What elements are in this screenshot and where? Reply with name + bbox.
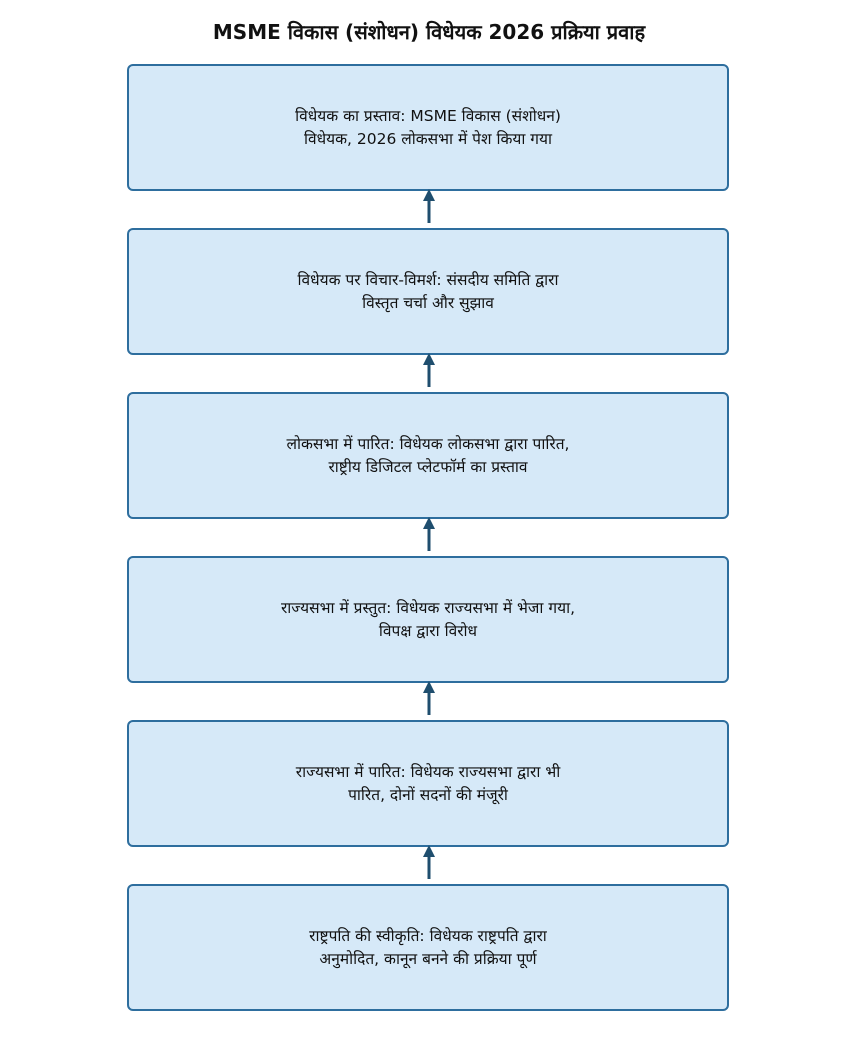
flow-step-text: विधेयक पर विचार-विमर्श: संसदीय समिति द्व…: [297, 270, 559, 312]
flow-step-1: विधेयक का प्रस्ताव: MSME विकास (संशोधन) …: [127, 64, 729, 191]
flow-step-3: लोकसभा में पारित: विधेयक लोकसभा द्वारा प…: [127, 392, 729, 519]
arrow-up-icon: [423, 517, 435, 551]
flow-step-text: राष्ट्रपति की स्वीकृति: विधेयक राष्ट्रपत…: [309, 926, 547, 968]
flow-step-2: विधेयक पर विचार-विमर्श: संसदीय समिति द्व…: [127, 228, 729, 355]
flow-step-text: लोकसभा में पारित: विधेयक लोकसभा द्वारा प…: [286, 434, 570, 476]
arrow-up-icon: [423, 681, 435, 715]
flow-step-5: राज्यसभा में पारित: विधेयक राज्यसभा द्वा…: [127, 720, 729, 847]
arrow-up-icon: [423, 353, 435, 387]
arrow-up-icon: [423, 189, 435, 223]
flow-step-4: राज्यसभा में प्रस्तुत: विधेयक राज्यसभा म…: [127, 556, 729, 683]
diagram-title: MSME विकास (संशोधन) विधेयक 2026 प्रक्रिय…: [212, 20, 646, 44]
flow-step-text: राज्यसभा में पारित: विधेयक राज्यसभा द्वा…: [295, 762, 561, 804]
flow-step-text: विधेयक का प्रस्ताव: MSME विकास (संशोधन) …: [295, 106, 561, 148]
flow-step-text: राज्यसभा में प्रस्तुत: विधेयक राज्यसभा म…: [280, 598, 576, 640]
flow-step-6: राष्ट्रपति की स्वीकृति: विधेयक राष्ट्रपत…: [127, 884, 729, 1011]
arrow-up-icon: [423, 845, 435, 879]
